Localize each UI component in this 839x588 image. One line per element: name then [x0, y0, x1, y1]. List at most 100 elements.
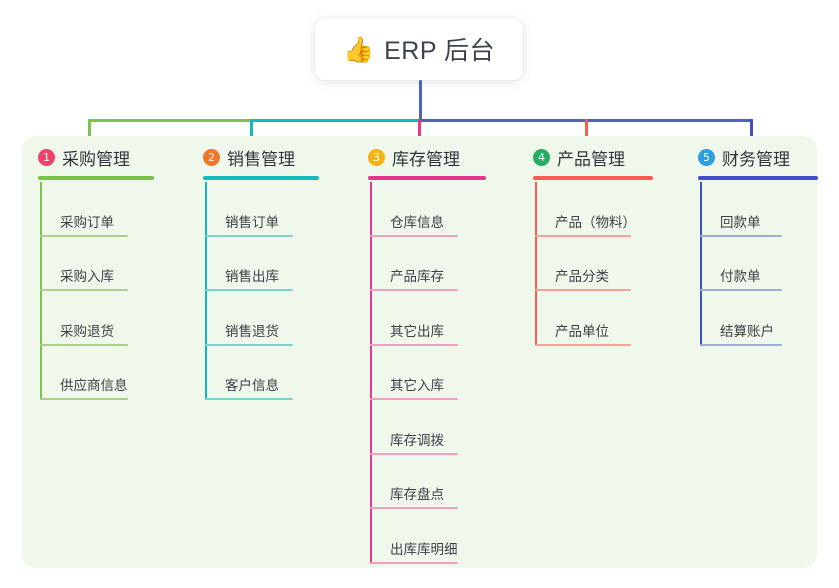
- branch-item-label: 销售订单: [225, 214, 279, 230]
- branch-item-rule: [205, 398, 293, 400]
- branch-spine: [40, 182, 42, 400]
- branch-item-label: 采购订单: [60, 214, 114, 230]
- branch-item-label: 采购入库: [60, 269, 114, 284]
- branch-item-label: 回款单: [720, 214, 761, 230]
- branch-item[interactable]: 付款单: [690, 237, 792, 291]
- branch-item-label: 付款单: [720, 269, 761, 284]
- branch-title: 财务管理: [722, 149, 790, 169]
- branch-item-label: 出库库明细: [390, 541, 458, 557]
- branch-item-rule: [535, 234, 631, 237]
- branch-item-label: 供应商信息: [60, 378, 128, 393]
- branch-item[interactable]: 销售订单: [195, 182, 303, 237]
- branch-item-label: 销售退货: [225, 323, 279, 339]
- branch-index-badge: 4: [533, 148, 550, 166]
- branch-item-rule: [370, 398, 458, 400]
- branch-item[interactable]: 销售出库: [195, 237, 303, 291]
- branch-column-2: 2 销售管理销售订单销售出库销售退货客户信息: [195, 144, 319, 400]
- branch-item-rule: [535, 289, 631, 291]
- branch-item[interactable]: 采购退货: [30, 291, 138, 346]
- branch-item[interactable]: 其它出库: [360, 291, 468, 346]
- bus-segment-2: [250, 119, 422, 122]
- branch-item-rule: [205, 343, 293, 346]
- branch-item[interactable]: 产品单位: [525, 291, 641, 346]
- branch-item-rule: [370, 507, 458, 509]
- branch-index-badge: 2: [203, 148, 220, 166]
- root-stem-line: [419, 80, 422, 122]
- branch-header-rule: [698, 176, 818, 180]
- branch-item-rule: [370, 289, 458, 291]
- branch-header-5[interactable]: 5 财务管理: [690, 144, 790, 170]
- branch-item[interactable]: 产品库存: [360, 237, 468, 291]
- branch-item[interactable]: 产品（物料）: [525, 182, 641, 237]
- branch-item-label: 销售出库: [225, 269, 279, 284]
- branch-item[interactable]: 客户信息: [195, 346, 303, 400]
- branch-item[interactable]: 销售退货: [195, 291, 303, 346]
- branch-spine: [535, 182, 537, 346]
- branch-item[interactable]: 出库库明细: [360, 509, 468, 564]
- branch-header-1[interactable]: 1 采购管理: [30, 144, 130, 170]
- branch-header-rule: [203, 176, 319, 180]
- branch-index-badge: 5: [698, 148, 715, 166]
- branch-item-rule: [535, 343, 631, 346]
- branch-header-rule: [38, 176, 154, 180]
- branch-item-rule: [205, 234, 293, 237]
- branch-item-label: 其它入库: [390, 378, 444, 393]
- branch-item-label: 库存调拨: [390, 432, 444, 448]
- branch-item-rule: [40, 289, 128, 291]
- branch-item-rule: [205, 289, 293, 291]
- branch-item[interactable]: 产品分类: [525, 237, 641, 291]
- branch-item[interactable]: 回款单: [690, 182, 792, 237]
- branch-item[interactable]: 其它入库: [360, 346, 468, 400]
- branch-item-label: 客户信息: [225, 378, 279, 393]
- branch-title: 采购管理: [62, 149, 130, 169]
- branch-item[interactable]: 库存调拨: [360, 400, 468, 455]
- branch-title: 库存管理: [392, 149, 460, 169]
- branches-panel: [22, 136, 817, 568]
- branch-header-3[interactable]: 3 库存管理: [360, 144, 460, 170]
- branch-index-badge: 3: [368, 148, 385, 166]
- branch-item-rule: [370, 343, 458, 346]
- branch-item-rule: [370, 234, 458, 237]
- branch-item[interactable]: 库存盘点: [360, 455, 468, 509]
- root-node[interactable]: 👍 ERP 后台: [315, 18, 523, 80]
- branch-title: 产品管理: [557, 149, 625, 169]
- branch-item-label: 库存盘点: [390, 487, 444, 502]
- branch-item[interactable]: 仓库信息: [360, 182, 468, 237]
- branch-item-rule: [370, 561, 458, 564]
- branch-item-label: 产品（物料）: [555, 214, 636, 230]
- branch-index-badge: 1: [38, 148, 55, 166]
- branch-item[interactable]: 供应商信息: [30, 346, 138, 400]
- branch-item-rule: [40, 343, 128, 346]
- branch-item[interactable]: 采购入库: [30, 237, 138, 291]
- branch-column-4: 4 产品管理产品（物料） 产品分类产品单位: [525, 144, 653, 346]
- branch-header-rule: [368, 176, 486, 180]
- branch-item-label: 产品分类: [555, 269, 609, 284]
- branch-item[interactable]: 结算账户: [690, 291, 792, 346]
- branch-title: 销售管理: [227, 149, 295, 169]
- branch-item-label: 结算账户: [720, 323, 774, 339]
- branch-spine: [205, 182, 207, 400]
- bus-segment-1: [88, 119, 253, 122]
- branch-column-5: 5 财务管理回款单付款单结算账户: [690, 144, 818, 346]
- branch-header-4[interactable]: 4 产品管理: [525, 144, 625, 170]
- branch-header-2[interactable]: 2 销售管理: [195, 144, 295, 170]
- branch-item-rule: [40, 398, 128, 400]
- branch-column-3: 3 库存管理仓库信息产品库存其它出库其它入库库存调拨库存盘点出库库明细: [360, 144, 486, 564]
- branch-spine: [370, 182, 372, 564]
- branch-item-rule: [40, 234, 128, 237]
- branch-item-label: 采购退货: [60, 323, 114, 339]
- branch-item-rule: [700, 289, 782, 291]
- branch-column-1: 1 采购管理采购订单采购入库采购退货供应商信息: [30, 144, 154, 400]
- branch-item-label: 仓库信息: [390, 214, 444, 230]
- root-node-title: ERP 后台: [384, 37, 496, 65]
- thumbs-up-icon: 👍: [342, 34, 375, 64]
- branch-item[interactable]: 采购订单: [30, 182, 138, 237]
- branch-item-rule: [700, 234, 782, 237]
- branch-item-label: 产品库存: [390, 269, 444, 284]
- branch-item-rule: [370, 452, 458, 455]
- branch-header-rule: [533, 176, 653, 180]
- branch-item-label: 产品单位: [555, 323, 609, 339]
- branch-spine: [700, 182, 702, 346]
- branch-item-rule: [700, 343, 782, 346]
